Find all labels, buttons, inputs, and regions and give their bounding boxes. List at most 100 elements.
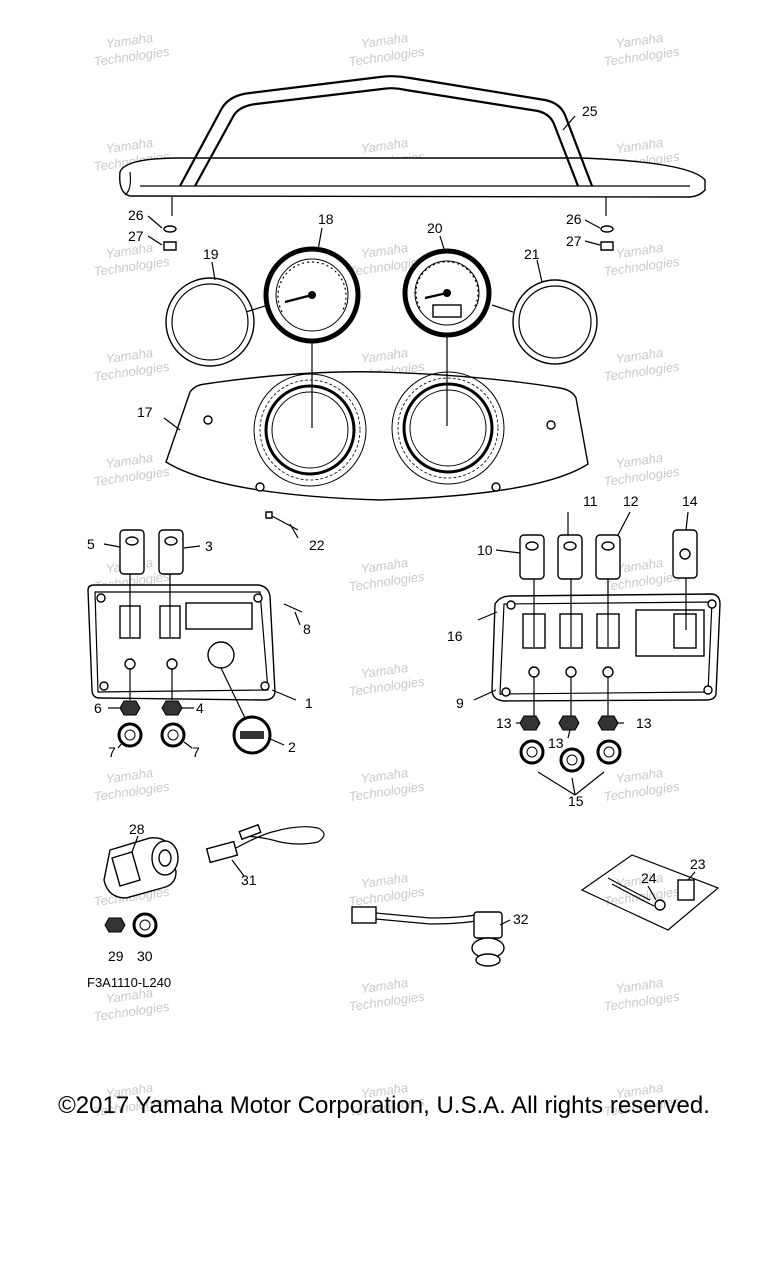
callout-9: 9 [456,695,464,711]
watermark: Yamaha Technologies [348,30,426,69]
washer-nut-right [600,225,614,251]
callout-10: 10 [477,542,493,558]
copyright-notice: ©2017 Yamaha Motor Corporation, U.S.A. A… [58,1092,710,1119]
svg-text:Yamaha: Yamaha [360,765,409,786]
callout-30: 30 [137,948,153,964]
callout-24: 24 [641,870,657,886]
svg-text:Yamaha: Yamaha [105,985,154,1006]
power-socket [103,837,179,899]
grommet-30 [132,912,158,938]
tachometer-gauge [402,248,492,338]
callout-16: 16 [447,628,463,644]
grommet-7-right [160,722,186,748]
watermark: Yamaha Technologies [93,30,171,69]
svg-text:Yamaha: Yamaha [615,345,664,366]
watermark: Yamaha Technologies [348,555,426,594]
grommet-15-a [519,739,545,765]
svg-text:Yamaha: Yamaha [105,450,154,471]
callout-32: 32 [513,911,529,927]
callout-3: 3 [205,538,213,554]
svg-text:Yamaha: Yamaha [105,345,154,366]
leader-lines [103,115,696,926]
callout-23: 23 [690,856,706,872]
watermark: Yamaha Technologies [348,975,426,1014]
callout-22: 22 [309,537,325,553]
callout-26a: 26 [128,207,144,223]
nut-29 [104,917,126,933]
svg-text:Yamaha: Yamaha [360,555,409,576]
svg-text:Yamaha: Yamaha [105,240,154,261]
key-switch-kit [580,854,720,931]
washer-nut-left [163,225,177,251]
gauge-panel [165,371,589,501]
indicator-nut-13-b [558,715,580,731]
callout-15: 15 [568,793,584,809]
callout-29: 29 [108,948,124,964]
indicator-nut-4 [161,700,183,716]
callout-13a: 13 [496,715,512,731]
grommet-7-left [117,722,143,748]
callout-19: 19 [203,246,219,262]
rocker-switch-12 [595,534,621,580]
grommet-15-c [596,739,622,765]
svg-text:Yamaha: Yamaha [105,765,154,786]
callout-12: 12 [623,493,639,509]
callout-20: 20 [427,220,443,236]
callout-26b: 26 [566,211,582,227]
harness-31 [205,823,325,864]
watermark: Yamaha Technologies [603,765,681,804]
watermark: Yamaha Technologies [348,660,426,699]
watermark: Yamaha Technologies [603,345,681,384]
rocker-switch-14 [672,529,698,579]
watermark: Yamaha Technologies [603,30,681,69]
svg-text:Yamaha: Yamaha [360,240,409,261]
watermark: Yamaha Technologies [93,450,171,489]
callout-31: 31 [241,872,257,888]
svg-text:Yamaha: Yamaha [360,30,409,51]
key-switch-cap [232,715,272,755]
speedometer-gauge [263,246,361,344]
svg-text:Yamaha: Yamaha [105,30,154,51]
svg-text:Yamaha: Yamaha [615,1080,664,1101]
rocker-switch-10 [519,534,545,580]
svg-text:Yamaha: Yamaha [615,135,664,156]
callout-5: 5 [87,536,95,552]
callout-13c: 13 [636,715,652,731]
visor-hood [119,75,706,216]
svg-text:Yamaha: Yamaha [360,660,409,681]
rocker-switch-3 [158,529,184,575]
callout-18: 18 [318,211,334,227]
screw-8 [283,603,303,613]
watermark: Yamaha Technologies [603,975,681,1014]
svg-text:Yamaha: Yamaha [360,870,409,891]
callout-1: 1 [305,695,313,711]
gauge-bezel-left [165,277,255,367]
indicator-nut-13-a [519,715,541,731]
callout-28: 28 [129,821,145,837]
callout-7b: 7 [192,744,200,760]
callout-25: 25 [582,103,598,119]
watermark: Yamaha Technologies [348,1080,426,1119]
rocker-switch-5 [119,529,145,575]
screw-22 [265,511,299,531]
callout-17: 17 [137,404,153,420]
callout-labels: 1 2 3 4 5 6 7 7 8 9 10 11 12 13 13 13 14… [87,103,706,964]
screw-16 [477,611,498,621]
callout-11: 11 [583,493,598,509]
watermark: Yamaha Technologies [348,870,426,909]
svg-text:Yamaha: Yamaha [615,555,664,576]
harness-32 [351,906,505,967]
svg-text:Yamaha: Yamaha [615,765,664,786]
watermark: Yamaha Technologies [93,765,171,804]
watermark: Yamaha Technologies [603,450,681,489]
watermark: Yamaha Technologies [348,765,426,804]
callout-2: 2 [288,739,296,755]
svg-text:Yamaha: Yamaha [615,975,664,996]
svg-text:Yamaha: Yamaha [615,30,664,51]
svg-text:Yamaha: Yamaha [360,135,409,156]
svg-text:Yamaha: Yamaha [360,1080,409,1101]
svg-text:Yamaha: Yamaha [615,450,664,471]
grommet-15-b [559,747,585,773]
callout-8: 8 [303,621,311,637]
